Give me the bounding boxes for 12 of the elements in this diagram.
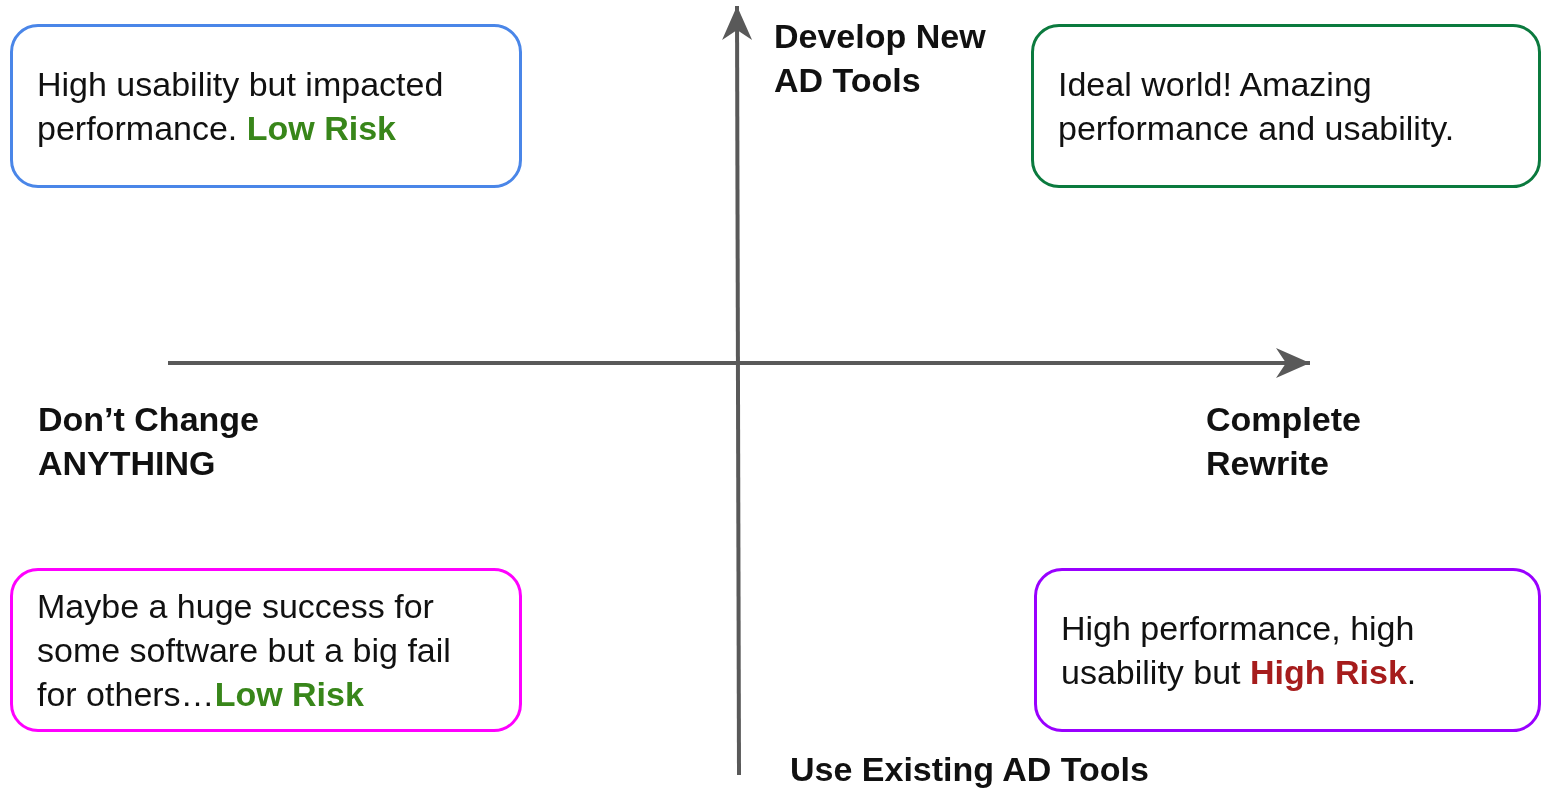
axis-label: Don’t Change ANYTHING <box>38 399 260 484</box>
quadrant-card <box>10 568 522 732</box>
axis-label: Complete Rewrite <box>1206 399 1362 484</box>
quadrant-card <box>1034 568 1541 732</box>
axis-label: Develop New AD Tools <box>774 16 987 101</box>
card-text: High usability but impacted performance. Low Risk <box>37 64 445 149</box>
card-text: Ideal world! Amazing performance and usability. <box>1058 64 1456 149</box>
quadrant-card <box>1031 24 1541 188</box>
axis-label: Use Existing AD Tools <box>790 749 1149 789</box>
quadrant-card <box>10 24 522 188</box>
card-text: Maybe a huge success for some software but a big fail for others…Low Risk <box>37 586 452 715</box>
card-text: High performance, high usability but High Risk. <box>1061 608 1418 693</box>
